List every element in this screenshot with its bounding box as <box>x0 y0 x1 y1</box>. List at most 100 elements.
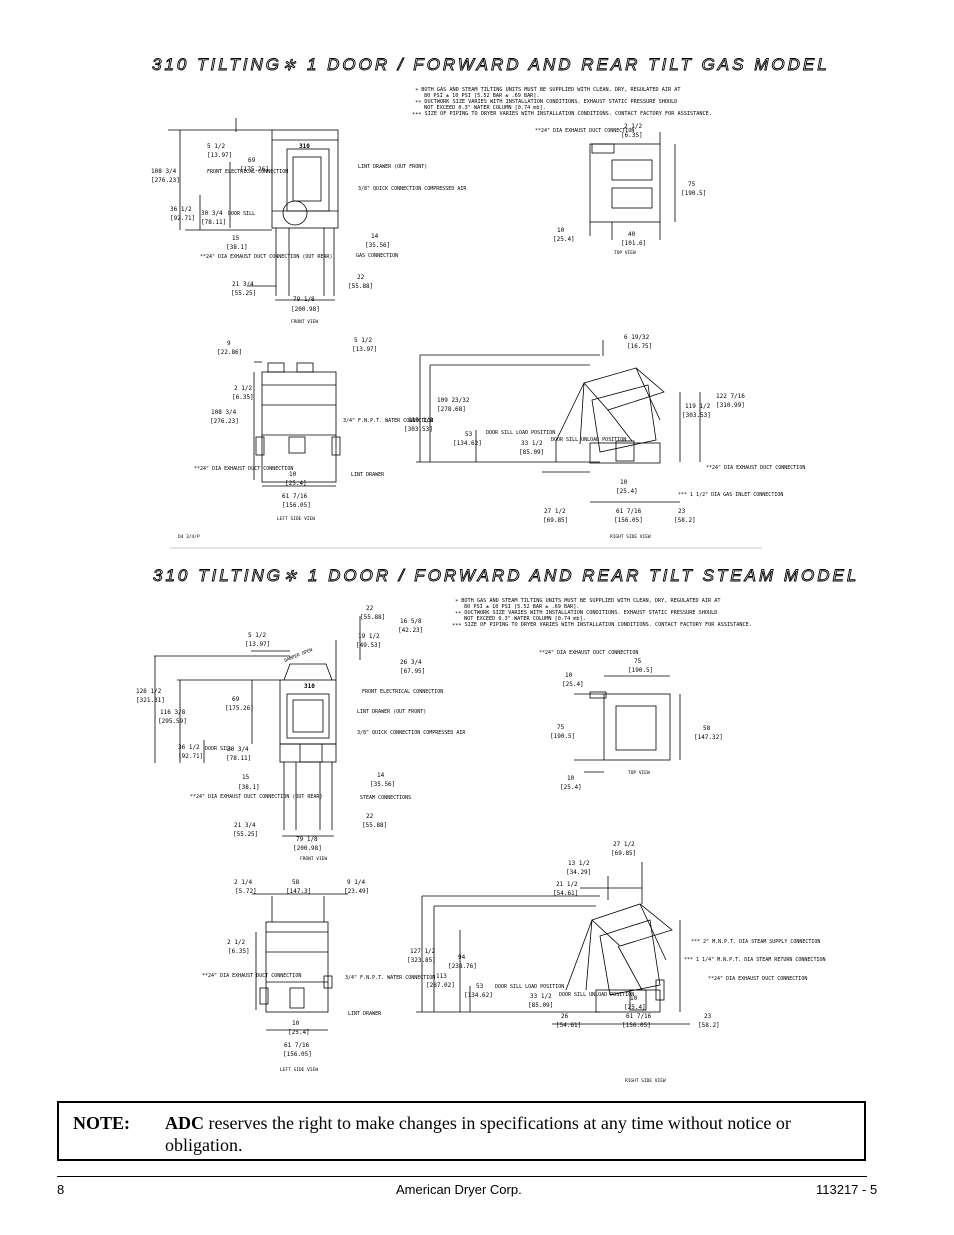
steam-front-door-sill: DOOR SILL <box>205 746 232 752</box>
steam-right-dim: [323.85] <box>407 957 436 964</box>
gas-top-dim: 75 <box>688 181 696 188</box>
steam-right-labels: 27 1/2 [69.85] 13 1/2 [34.29] 21 1/2 [54… <box>407 841 825 1084</box>
gas-top-dim: [190.5] <box>681 190 706 197</box>
steam-front-dim: 16 5/8 <box>400 618 422 625</box>
gas-right-dim: [303.53] <box>404 426 433 433</box>
gas-left-dim: [156.05] <box>282 502 311 509</box>
gas-front-view <box>168 118 339 301</box>
gas-left-dim: 61 7/16 <box>282 493 308 500</box>
steam-left-dim: [5.72] <box>235 888 257 895</box>
steam-top-dim: [25.4] <box>560 784 582 791</box>
gas-front-dim: 30 3/4 <box>201 210 223 217</box>
steam-top-view <box>574 675 681 773</box>
gas-sheet-code: D4 3/4/P <box>178 534 200 540</box>
gas-right-dim: 10 <box>620 479 628 486</box>
steam-right-dim: 61 7/16 <box>626 1013 652 1020</box>
gas-right-dim: 23 <box>678 508 686 515</box>
steam-front-dim: [35.56] <box>370 781 395 788</box>
gas-right-dim: [16.75] <box>627 343 652 350</box>
specification-note: NOTE: ADC reserves the right to make cha… <box>57 1101 866 1161</box>
steam-front-dim: 19 1/2 <box>358 633 380 640</box>
steam-right-dim: 21 1/2 <box>556 881 578 888</box>
footer-rule <box>57 1176 867 1177</box>
steam-right-view <box>416 862 690 1025</box>
gas-right-dim: [58.2] <box>674 517 696 524</box>
steam-front-dim: [78.11] <box>226 755 251 762</box>
steam-left-dim: [6.35] <box>228 948 250 955</box>
steam-front-callout: **24" DIA EXHAUST DUCT CONNECTION (OUT R… <box>190 794 322 800</box>
steam-top-dim: 75 <box>557 724 565 731</box>
gas-right-dim: [278.68] <box>437 406 466 413</box>
gas-front-callout: LINT DRAWER (OUT FRONT) <box>358 164 427 170</box>
gas-front-dim: [38.1] <box>226 244 248 251</box>
steam-top-dim: [25.4] <box>562 681 584 688</box>
steam-front-dim: [92.71] <box>178 753 203 760</box>
steam-front-view <box>154 616 361 837</box>
note-label: NOTE: <box>73 1113 131 1133</box>
steam-front-dim: [175.26] <box>225 705 254 712</box>
steam-front-brand: 310 <box>304 683 315 690</box>
gas-front-dim: [92.71] <box>170 215 195 222</box>
steam-right-dim: [54.61] <box>556 1022 581 1029</box>
steam-left-labels: 2 1/4 [5.72] 58 [147.3] 9 1/4 [23.49] 2 … <box>202 879 435 1073</box>
gas-right-dim: [310.99] <box>716 402 745 409</box>
steam-top-dim: 58 <box>703 725 711 732</box>
steam-front-dim: 22 <box>366 813 374 820</box>
steam-right-callout: *** 2" M.N.P.T. DIA STEAM SUPPLY CONNECT… <box>691 939 820 945</box>
gas-front-brand: 310 <box>299 143 310 150</box>
steam-right-callout: DOOR SILL LOAD POSITION <box>495 984 564 990</box>
steam-front-dim: [55.88] <box>362 822 387 829</box>
steam-front-labels: 310 DAMPER OPEN 22 [55.88] 16 5/8 [42.23… <box>136 605 466 862</box>
gas-left-dim: 9 <box>227 340 231 347</box>
steam-right-view-label: RIGHT SIDE VIEW <box>625 1078 666 1084</box>
steam-top-view-label: TOP VIEW <box>628 770 650 776</box>
gas-front-labels: 310 5 1/2 [13.97] 69 [175.26] 108 3/4 [2… <box>151 143 467 325</box>
gas-right-dim: 53 <box>465 431 473 438</box>
steam-right-dim: [54.61] <box>553 890 578 897</box>
steam-right-dim: [85.09] <box>528 1002 553 1009</box>
steam-right-dim: [238.76] <box>448 963 477 970</box>
steam-left-dim: [156.05] <box>283 1051 312 1058</box>
steam-front-dim: [67.95] <box>400 668 425 675</box>
gas-front-dim: 14 <box>371 233 379 240</box>
steam-note-5: ∗∗∗ SIZE OF PIPING TO DRYER VARIES WITH … <box>452 622 752 628</box>
gas-right-callout: DOOR SILL LOAD POSITION <box>486 430 555 436</box>
steam-right-dim: [287.02] <box>426 982 455 989</box>
steam-note-4: NOT EXCEED 0.3" WATER COLUMN [0.74 mb]. <box>464 616 586 622</box>
steam-front-view-label: FRONT VIEW <box>300 856 327 862</box>
gas-right-labels: 6 19/32 [16.75] 109 23/32 [278.68] 119 1… <box>404 334 805 540</box>
gas-right-dim: [156.05] <box>614 517 643 524</box>
gas-right-dim: [69.85] <box>543 517 568 524</box>
gas-left-view-label: LEFT SIDE VIEW <box>277 516 315 522</box>
steam-front-dim: [55.25] <box>233 831 258 838</box>
steam-right-dim: 10 <box>630 995 638 1002</box>
gas-left-dim: [22.86] <box>217 349 242 356</box>
steam-front-dim: [200.98] <box>293 845 322 852</box>
gas-top-view <box>589 132 676 240</box>
gas-left-dim: [276.23] <box>210 418 239 425</box>
steam-top-labels: 10 [25.4] 75 [190.5] 75 [190.5] 58 [147.… <box>539 650 723 791</box>
gas-front-dim: [55.25] <box>231 290 256 297</box>
steam-front-callout: STEAM CONNECTIONS <box>360 795 411 801</box>
gas-front-callout: FRONT ELECTRICAL CONNECTION <box>207 169 288 175</box>
gas-front-dim: 15 <box>232 235 240 242</box>
gas-left-dim: [25.4] <box>285 480 307 487</box>
gas-right-dim: [85.09] <box>519 449 544 456</box>
gas-left-dim: 2 1/2 <box>234 385 252 392</box>
steam-front-dim: [42.23] <box>398 627 423 634</box>
gas-right-dim: 33 1/2 <box>521 440 543 447</box>
steam-right-callout: DOOR SILL UNLOAD POSITION <box>559 992 634 998</box>
steam-right-dim: 13 1/2 <box>568 860 590 867</box>
steam-top-dim: [147.32] <box>694 734 723 741</box>
gas-front-dim: 21 3/4 <box>232 281 254 288</box>
steam-top-dim: 75 <box>634 658 642 665</box>
gas-left-callout: 3/4" F.N.P.T. WATER CONNECTION <box>343 418 433 424</box>
steam-right-dim: 53 <box>476 983 484 990</box>
steam-left-callout: **24" DIA EXHAUST DUCT CONNECTION <box>202 973 301 979</box>
steam-front-dim: 21 3/4 <box>234 822 256 829</box>
gas-front-door-sill: DOOR SILL <box>228 211 255 217</box>
gas-left-dim: [13.97] <box>352 346 377 353</box>
steam-right-dim: [69.85] <box>611 850 636 857</box>
steam-left-dim: [147.3] <box>286 888 311 895</box>
steam-left-dim: 2 1/2 <box>227 939 245 946</box>
